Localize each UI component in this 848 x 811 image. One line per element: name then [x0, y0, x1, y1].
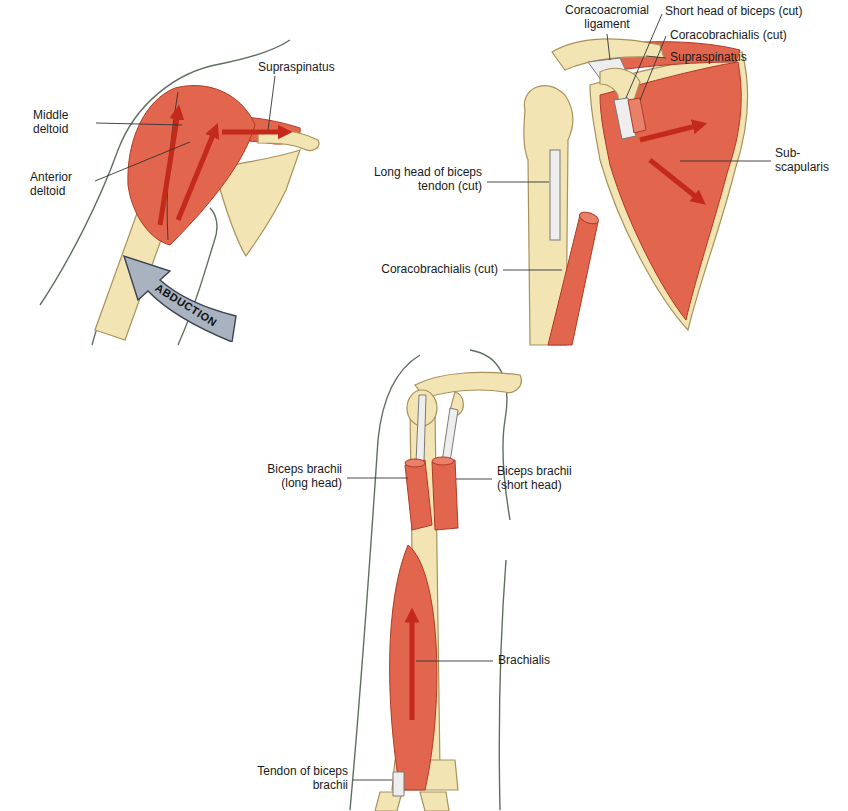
leader-line — [640, 36, 666, 100]
arrow-outline — [124, 256, 236, 342]
biceps-tendon — [393, 772, 404, 796]
leader-line — [353, 780, 392, 781]
muscle-arrow — [178, 130, 215, 220]
part-label: Middle deltoid — [33, 108, 91, 137]
muscle-arrow — [160, 112, 178, 225]
muscle-arrow — [650, 160, 700, 200]
part-label: Supraspinatus — [670, 50, 747, 64]
leader-line — [503, 270, 562, 271]
deltoid-muscle — [128, 86, 255, 245]
biceps-tendon — [442, 408, 458, 462]
part-label: Long head of biceps tendon (cut) — [373, 165, 482, 194]
biceps-long-head — [405, 460, 432, 530]
cut-muscle — [628, 98, 646, 133]
scapula — [590, 52, 748, 330]
muscle-arrow — [222, 130, 285, 135]
leader-line — [268, 76, 275, 130]
part-label: Tendon of biceps brachii — [248, 764, 348, 793]
subscapularis-muscle — [600, 62, 741, 320]
scapula-panel — [487, 14, 771, 345]
leader-line — [347, 478, 408, 479]
leader-line — [487, 182, 549, 183]
biceps-tendon — [550, 150, 560, 240]
body-outline — [499, 560, 506, 810]
ulna — [420, 792, 449, 811]
part-label: Biceps brachii (short head) — [497, 464, 587, 493]
leader-line — [646, 56, 666, 58]
biceps-tendon — [416, 395, 426, 462]
part-label: Coracobrachialis (cut) — [381, 262, 498, 276]
cut-end — [405, 459, 425, 467]
part-label: Biceps brachii (long head) — [242, 462, 342, 491]
leader-line — [416, 661, 493, 662]
arm-panel — [347, 350, 521, 811]
leader-line — [456, 479, 492, 480]
cut-end — [432, 457, 454, 465]
leader-line — [607, 34, 610, 60]
biceps-short-head — [432, 460, 458, 530]
muscle-arrow — [410, 615, 415, 720]
leader-line — [95, 142, 190, 181]
part-label: Short head of biceps (cut) — [665, 4, 802, 18]
part-label: Coracoacromial ligament — [552, 3, 662, 32]
part-label: Anterior deltoid — [30, 170, 90, 199]
brachialis-muscle — [390, 545, 437, 790]
leader-line — [96, 123, 182, 125]
part-label: Supraspinatus — [258, 60, 335, 74]
coracobrachialis-muscle — [548, 215, 598, 345]
leader-line — [626, 14, 662, 98]
muscle-arrow — [640, 125, 700, 140]
part-label: Coracobrachialis (cut) — [670, 28, 787, 42]
shoulder-panel — [40, 40, 319, 345]
abduction-arrow: ABDUCTION — [118, 250, 240, 342]
leader-line — [680, 161, 771, 162]
part-label: Brachialis — [498, 653, 550, 667]
cut-end — [578, 210, 600, 226]
part-label: Sub- scapularis — [775, 146, 835, 175]
